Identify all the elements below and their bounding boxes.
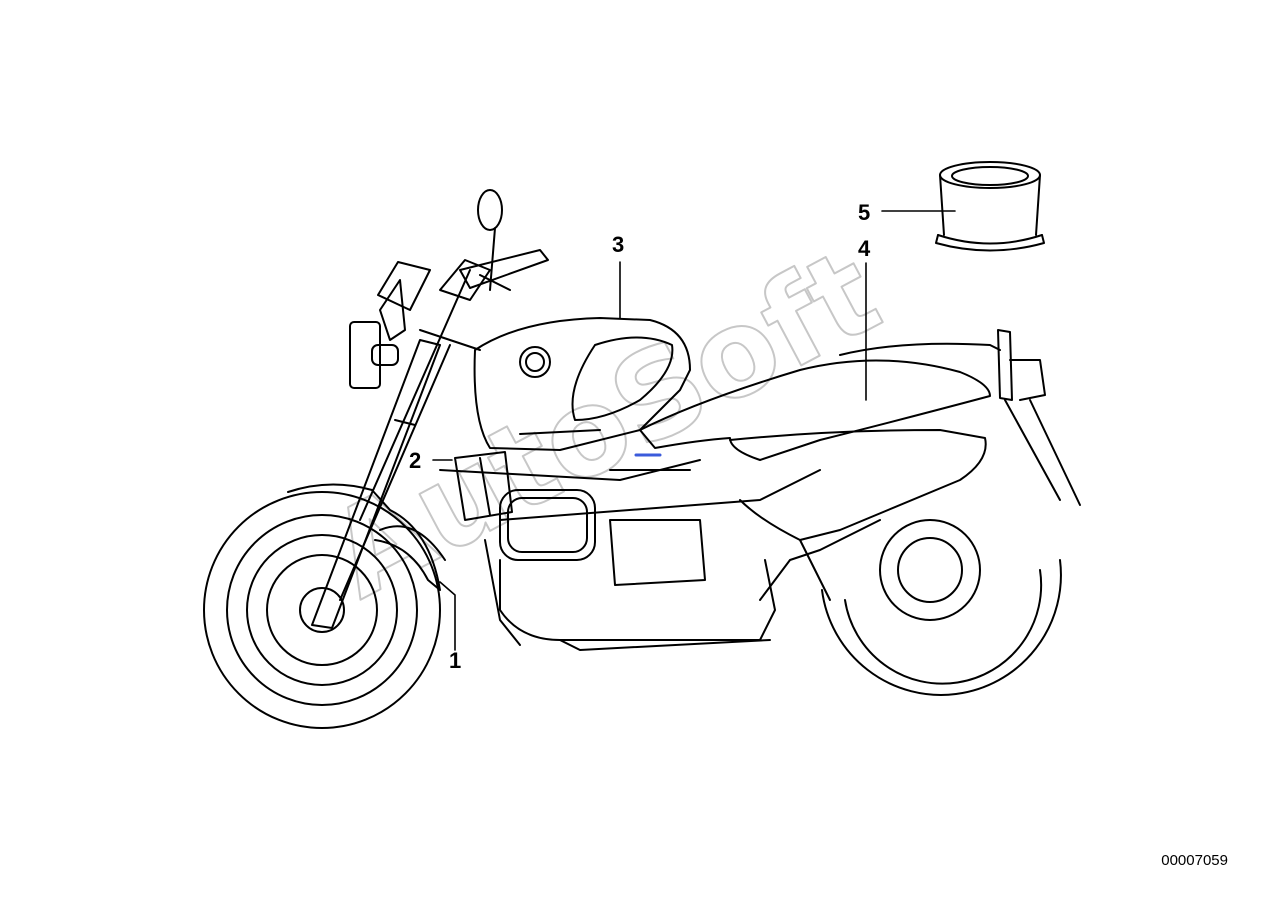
callout-2: 2 [409, 448, 422, 473]
headlight [349, 261, 431, 389]
callout-3: 3 [612, 232, 625, 257]
handlebar [439, 189, 549, 301]
front-fork [311, 269, 481, 629]
rear-wheel [821, 519, 1062, 696]
callout-5: 5 [858, 200, 871, 225]
leader-lines [432, 210, 956, 651]
engine [484, 519, 776, 651]
leader-1 [439, 581, 456, 651]
callout-1: 1 [449, 648, 462, 673]
fuel-tank [473, 317, 691, 451]
front-wheel [203, 491, 441, 729]
reference-number: 00007059 [1161, 852, 1228, 869]
battery-box [454, 451, 513, 521]
part-5-cylinder [935, 161, 1045, 252]
tail-section [997, 329, 1081, 506]
front-fender [287, 483, 446, 591]
engine-guard [499, 489, 596, 561]
callout-4: 4 [858, 236, 871, 261]
exhaust [729, 429, 987, 601]
